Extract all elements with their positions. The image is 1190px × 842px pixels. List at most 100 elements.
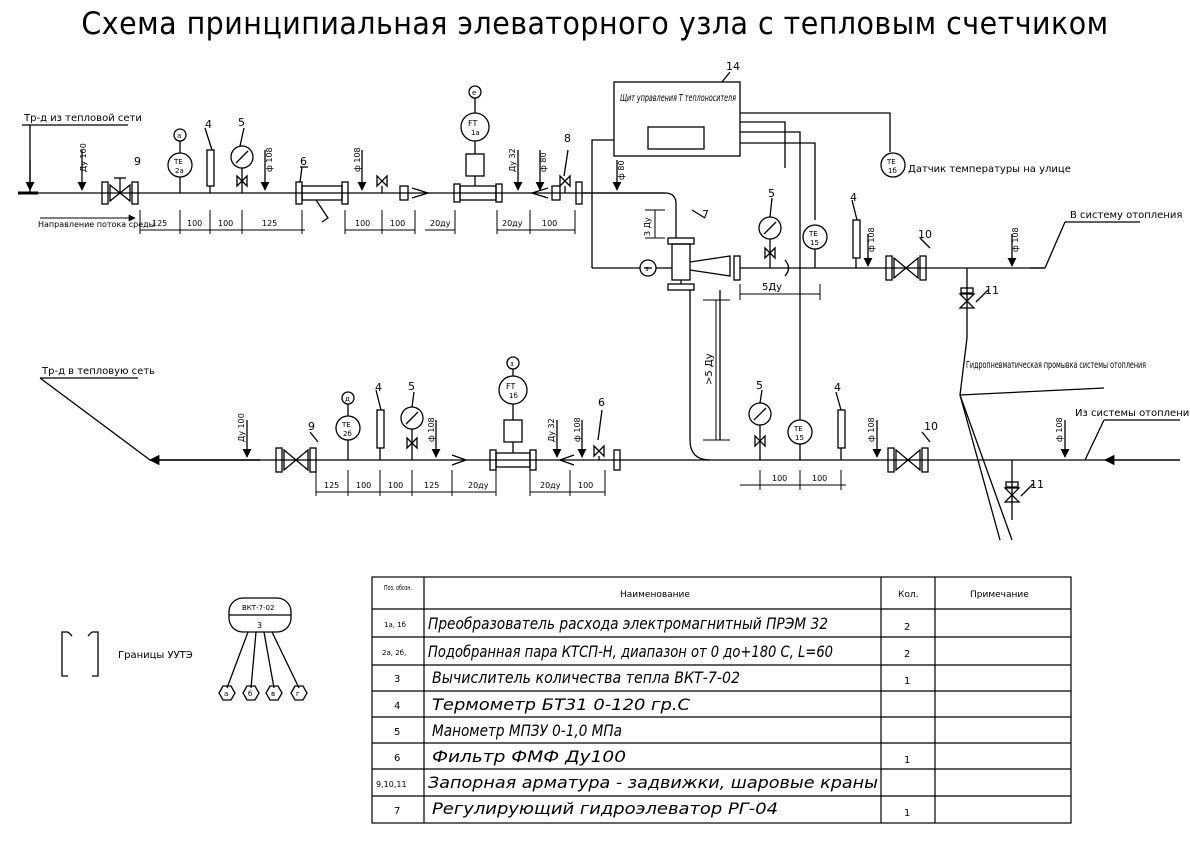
dim-125-d: 125 [424, 481, 439, 490]
return-line [39, 356, 1180, 520]
pos-10-supply: 10 [918, 228, 932, 241]
dim-20du-b: 20ду [502, 219, 523, 228]
supply-pipe-size-callouts [77, 150, 622, 191]
calculator-symbol [218, 597, 308, 701]
label-flushing: Гидропневматическая промывка системы ото… [966, 360, 1146, 371]
pos-11-supply: 11 [985, 284, 999, 297]
table-row-name: Подобранная пара КТСП-Н, диапазон от 0 д… [428, 642, 833, 661]
pos-11-return: 11 [1030, 478, 1044, 491]
control-panel-14 [591, 71, 891, 420]
ft-1b-tag: FT [506, 382, 515, 391]
return-dimensions [315, 470, 846, 496]
table-row-pos: 6 [394, 753, 400, 764]
pipe-size-du100-b: Ду 100 [237, 413, 246, 442]
dimension-3du [645, 209, 665, 239]
table-row-pos: 1а, 1б [384, 621, 406, 629]
pos-5-supply: 5 [238, 116, 245, 129]
pos-6-supply: 6 [300, 155, 307, 168]
pos-4-supply: 4 [205, 118, 212, 131]
page-title: Схема принципиальная элеваторного узла с… [81, 6, 1109, 42]
label-supply-from-network: Тр-д из тепловой сети [23, 113, 142, 124]
te-2a-num: 2a [175, 167, 184, 175]
table-header-note: Примечание [970, 590, 1029, 600]
supply-dimensions [139, 210, 576, 234]
dim-100-b: 100 [218, 219, 233, 228]
dim-100-g: 100 [388, 481, 403, 490]
table-header-pos: Поз. обозн. [384, 584, 412, 592]
table-row-name: Преобразователь расхода электромагнитный… [428, 614, 828, 633]
dim-20du-c: 20ду [468, 481, 489, 490]
table-row-qty: 1 [904, 676, 910, 687]
dim-125-c: 125 [324, 481, 339, 490]
spec-table [371, 576, 1072, 824]
te-2b-tag: TE [341, 421, 351, 429]
table-row-qty: 1 [904, 808, 910, 819]
pos-8: 8 [564, 132, 571, 145]
pos-14: 14 [726, 60, 740, 73]
table-row-pos: 3 [394, 674, 400, 685]
pos-7: 7 [702, 208, 709, 221]
dim-100-e: 100 [542, 219, 557, 228]
ft-1a-num: 1a [471, 129, 480, 137]
pos-9-supply: 9 [134, 155, 141, 168]
dim-3du: 3 Ду [643, 217, 652, 236]
supply-line [18, 85, 677, 238]
table-row-name: Фильтр ФМФ Ду100 [432, 747, 626, 766]
table-row-name: Вычислитель количества тепла ВКТ-7-02 [432, 668, 740, 687]
dimension-5du [739, 284, 821, 300]
ft-1a-letter: е [472, 89, 476, 97]
label-from-heating: Из системы отопления [1075, 408, 1190, 419]
table-row-name: Запорная арматура - задвижки, шаровые кр… [428, 773, 878, 792]
pipe-size-d80-b: ф 80 [617, 160, 626, 180]
table-row-pos: 4 [394, 701, 400, 712]
pipe-size-du32-a: Ду 32 [508, 148, 517, 172]
dim-100-j: 100 [812, 474, 827, 483]
te-15-b-num: 15 [795, 434, 804, 442]
pos-4-return-b: 4 [834, 381, 841, 394]
outdoor-temperature-sensor [880, 152, 906, 178]
dim-100-i: 100 [772, 474, 787, 483]
boundary-symbol [61, 631, 99, 677]
table-row-qty: 1 [904, 755, 910, 766]
table-row-name: Термометр БТ31 0-120 гр.С [432, 695, 691, 714]
pos-4-heating: 4 [850, 191, 857, 204]
dim-125-b: 125 [262, 219, 277, 228]
calc-port-b: б [248, 690, 252, 698]
ft-1a-tag: FT [468, 119, 477, 128]
pipe-size-du100-a: Ду 100 [79, 143, 88, 172]
table-row-pos: 2а, 2б, [382, 649, 406, 657]
te-15-b-tag: TE [793, 425, 803, 433]
elevator-7 [592, 209, 741, 291]
te-2b-letter: д [345, 395, 350, 403]
label-to-heating: В систему отопления [1070, 210, 1182, 221]
table-row-pos: 7 [394, 806, 400, 817]
table-row-pos: 9,10,11 [376, 780, 407, 789]
pipe-size-d108-d: ф 108 [1011, 227, 1020, 252]
calculator-pos: 3 [257, 621, 262, 630]
table-header-name: Наименование [620, 590, 690, 600]
te-15-a-num: 15 [810, 239, 819, 247]
dim-100-h: 100 [578, 481, 593, 490]
pipe-size-d108-a: ф 108 [265, 147, 274, 172]
flushing-drain [959, 337, 1105, 541]
dim-100-d: 100 [390, 219, 405, 228]
dim-100-a: 100 [187, 219, 202, 228]
te-15-a-tag: TE [808, 230, 818, 238]
label-boundaries: Границы УУТЭ [118, 650, 193, 661]
dim-100-c: 100 [355, 219, 370, 228]
pipe-size-d108-b: ф 108 [353, 147, 362, 172]
pipe-size-d80-a: ф 80 [539, 152, 548, 172]
te-2a-letter: a [177, 132, 181, 140]
dim-100-f: 100 [356, 481, 371, 490]
calculator-name: ВКТ-7-02 [242, 604, 274, 612]
pos-9-return: 9 [308, 420, 315, 433]
pos-10-return: 10 [924, 420, 938, 433]
label-control-panel: Щит управления Т теплоносителя [620, 93, 736, 104]
heating-supply-instruments [740, 197, 1140, 338]
pipe-size-du32-b: Ду 32 [547, 418, 556, 442]
table-row-pos: 5 [394, 727, 400, 738]
pos-5-return: 5 [408, 380, 415, 393]
pipe-size-d108-g: ф 108 [867, 417, 876, 442]
table-row-name: Регулирующий гидроэлеватор РГ-04 [432, 799, 778, 818]
dim-125-a: 125 [152, 219, 167, 228]
